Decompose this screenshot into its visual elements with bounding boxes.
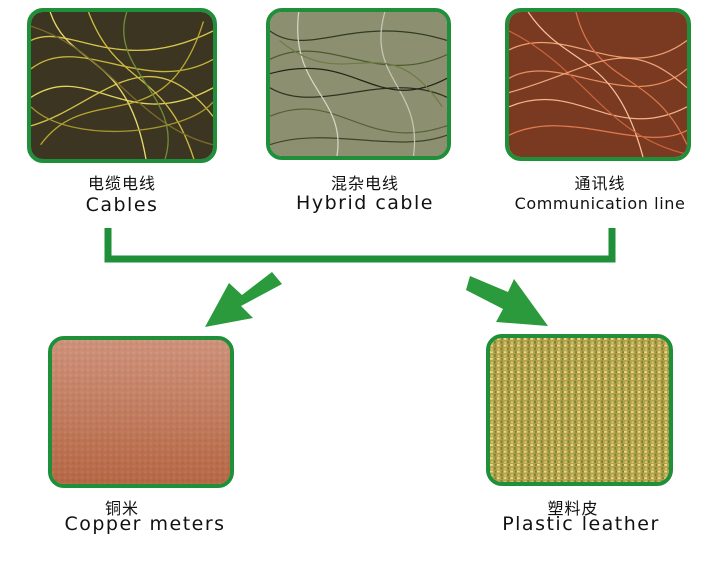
hybrid-cable-photo [266,8,451,160]
copper-meters-label-cn: 铜米 [104,499,140,518]
communication-line-photo [505,8,691,161]
copper-meters-photo [48,336,234,488]
cables-label-cn: 电缆电线 [87,174,157,193]
hybrid-cable-label-cn: 混杂电线 [330,174,400,193]
arrow-to-plastic-icon [466,276,548,326]
communication-line-label-en: Communication line [514,194,686,213]
cables-photo [27,8,217,163]
cables-label-en: Cables [85,194,159,216]
arrow-to-copper-icon [205,272,282,327]
communication-line-label-cn: 通讯线 [574,174,626,193]
collector-line [104,228,616,263]
hybrid-cable-label-en: Hybrid cable [296,192,434,214]
copper-meters-label-en: Copper meters [64,513,226,535]
plastic-leather-label-en: Plastic leather [502,513,660,535]
plastic-leather-photo [486,334,673,486]
plastic-leather-label-cn: 塑料皮 [547,499,599,518]
